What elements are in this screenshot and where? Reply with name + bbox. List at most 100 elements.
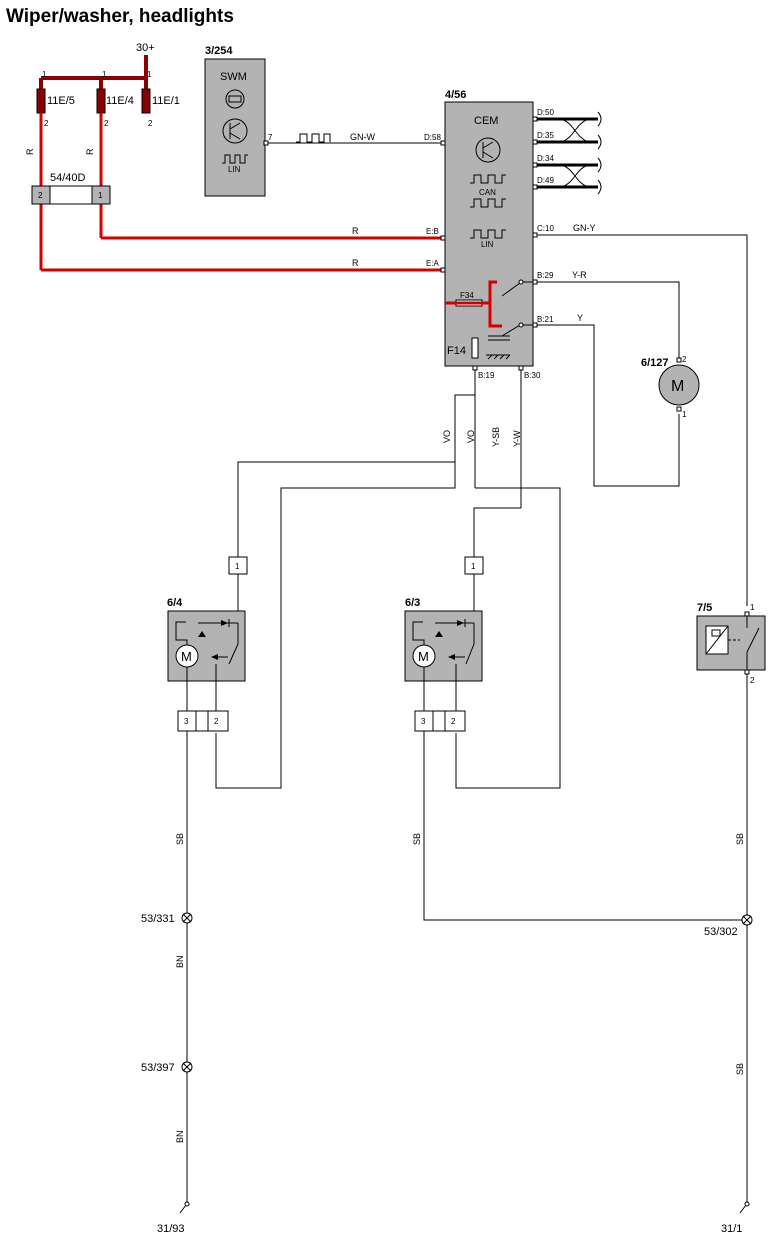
- wire-r-left: R: [25, 148, 35, 155]
- fuse-11e4-pin-bottom: 2: [104, 119, 109, 128]
- swm-module: 3/254 SWM LIN 7: [204, 45, 273, 197]
- relay-7-5-pin-2: 2: [750, 676, 755, 685]
- splice-53-331-label: 53/331: [141, 913, 175, 925]
- fuse-11e1-label: 11E/1: [152, 95, 180, 107]
- wire-bn-1: BN: [175, 955, 185, 968]
- fuse-11e5-label: 11E/5: [47, 95, 75, 107]
- motor-6-4-connector-pin: 1: [235, 562, 240, 571]
- fuse-11e5-pin-bottom: 2: [44, 119, 49, 128]
- wire-sb-mid: SB: [412, 833, 422, 845]
- pump-motor-icon: M: [671, 378, 684, 395]
- ground-31-1-label: 31/1: [721, 1223, 742, 1235]
- wire-gn-y: GN-Y: [573, 223, 596, 233]
- splice-53-397: 53/397: [141, 1061, 193, 1074]
- motor-6-3-pin-3: 3: [421, 717, 426, 726]
- power-supply: 30+: [39, 42, 155, 90]
- splice-53-302-label: 53/302: [704, 926, 738, 938]
- cem-ref: 4/56: [445, 89, 466, 101]
- wire-sb-left: SB: [175, 833, 185, 845]
- ground-hatch-icon: [486, 354, 511, 360]
- pump-pin-2: 2: [682, 355, 687, 364]
- fuse-11e5-pin-top: 1: [42, 70, 47, 79]
- relay-7-5-ref: 7/5: [697, 602, 712, 614]
- motor-6-4-pin-2: 2: [214, 717, 219, 726]
- wire-y-r: Y-R: [572, 270, 587, 280]
- connector-54-40d: 54/40D 2 1: [31, 172, 111, 205]
- connector-54-40d-pin-1: 1: [98, 191, 103, 200]
- wire-vo-1: VO: [442, 430, 452, 443]
- cem-transistor-icon: [475, 137, 501, 163]
- washer-pump-6-127: 6/127 2 M 1: [641, 355, 700, 419]
- cem-pin-d50: D:50: [537, 108, 554, 117]
- fuse-11e4-pin-top: 1: [102, 70, 107, 79]
- ground-31-93: 31/93: [157, 1201, 190, 1235]
- cem-pin-d34: D:34: [537, 154, 554, 163]
- motor-6-4-ref: 6/4: [167, 597, 183, 609]
- cem-pin-d58: D:58: [424, 133, 441, 142]
- cem-relay-switch-1: [501, 279, 533, 297]
- cem-pin-b21: B:21: [537, 315, 554, 324]
- ground-31-93-label: 31/93: [157, 1223, 185, 1235]
- splice-53-331: 53/331: [141, 912, 193, 925]
- swm-transistor-icon: [222, 118, 248, 144]
- supply-label: 30+: [136, 42, 155, 54]
- cem-can-icon: [470, 174, 506, 208]
- wire-sb-right-2: SB: [735, 1063, 745, 1075]
- wire-y: Y: [577, 313, 583, 323]
- fuse-11e4-label: 11E/4: [106, 95, 134, 107]
- motor-6-4-icon: M: [181, 649, 192, 664]
- pump-pin-1: 1: [682, 410, 687, 419]
- cem-pin-b29: B:29: [537, 271, 554, 280]
- motor-6-3-ref: 6/3: [405, 597, 420, 609]
- motor-6-3-icon: M: [418, 649, 429, 664]
- diagram-title: Wiper/washer, headlights: [6, 6, 234, 27]
- cem-lin-icon: [470, 229, 506, 239]
- swm-ref: 3/254: [205, 45, 233, 57]
- cem-pin-b19: B:19: [478, 371, 495, 380]
- fuse-11e5: 1 11E/5 2: [36, 70, 75, 128]
- fuse-11e1-pin-bottom: 2: [148, 119, 153, 128]
- wire-vo-2: VO: [466, 430, 476, 443]
- wire-r2: R: [352, 258, 359, 268]
- cem-pin-eb: E:B: [426, 227, 439, 236]
- splice-53-302: 53/302: [704, 914, 753, 938]
- cem-fuse-f14: F14: [447, 345, 466, 357]
- motor-6-3-connector-pin: 1: [471, 562, 476, 571]
- wiper-motor-6-4: 1 6/4 M 3 2: [167, 556, 248, 732]
- swm-sensor-icon: [225, 89, 245, 109]
- relay-7-5-pin-1: 1: [750, 603, 755, 612]
- relay-7-5: 7/5 1 2: [696, 602, 766, 685]
- cem-lin-label: LIN: [481, 240, 494, 249]
- wire-r1: R: [352, 226, 359, 236]
- cem-pin-ea: E:A: [426, 259, 440, 268]
- cem-name: CEM: [474, 115, 498, 127]
- wire-y-sb: Y-SB: [491, 427, 501, 447]
- wire-sb-right-1: SB: [735, 833, 745, 845]
- cem-pin-c10: C:10: [537, 224, 554, 233]
- cem-pin-b30: B:30: [524, 371, 541, 380]
- ground-31-1: 31/1: [721, 1201, 750, 1235]
- cem-pin-d49: D:49: [537, 176, 554, 185]
- wire-r-mid: R: [85, 148, 95, 155]
- wire-bn-2: BN: [175, 1130, 185, 1143]
- can-bus-lines: [537, 111, 602, 195]
- swm-pin-7: 7: [268, 133, 273, 142]
- cem-relay-switch-2: [488, 322, 533, 341]
- cem-fuse-f34: F34: [460, 291, 474, 300]
- connector-54-40d-pin-2: 2: [38, 191, 43, 200]
- cem-can-label: CAN: [479, 188, 496, 197]
- wire-gn-w: GN-W: [350, 132, 375, 142]
- fuse-11e1: 1 11E/1 2: [141, 70, 180, 128]
- wiper-motor-6-3: 1 6/3 M 3 2: [404, 556, 484, 732]
- splice-53-397-label: 53/397: [141, 1062, 175, 1074]
- swm-pulse-icon: [222, 154, 248, 164]
- relay-coil-icon: [711, 629, 721, 637]
- wire-y-w: Y-W: [512, 430, 522, 447]
- cem-pin-d35: D:35: [537, 131, 554, 140]
- connector-54-40d-label: 54/40D: [50, 172, 86, 184]
- cem-module: 4/56 CEM CAN LIN F34: [444, 89, 534, 367]
- swm-name: SWM: [220, 71, 247, 83]
- motor-6-4-pin-3: 3: [184, 717, 189, 726]
- swm-lin-label: LIN: [228, 165, 241, 174]
